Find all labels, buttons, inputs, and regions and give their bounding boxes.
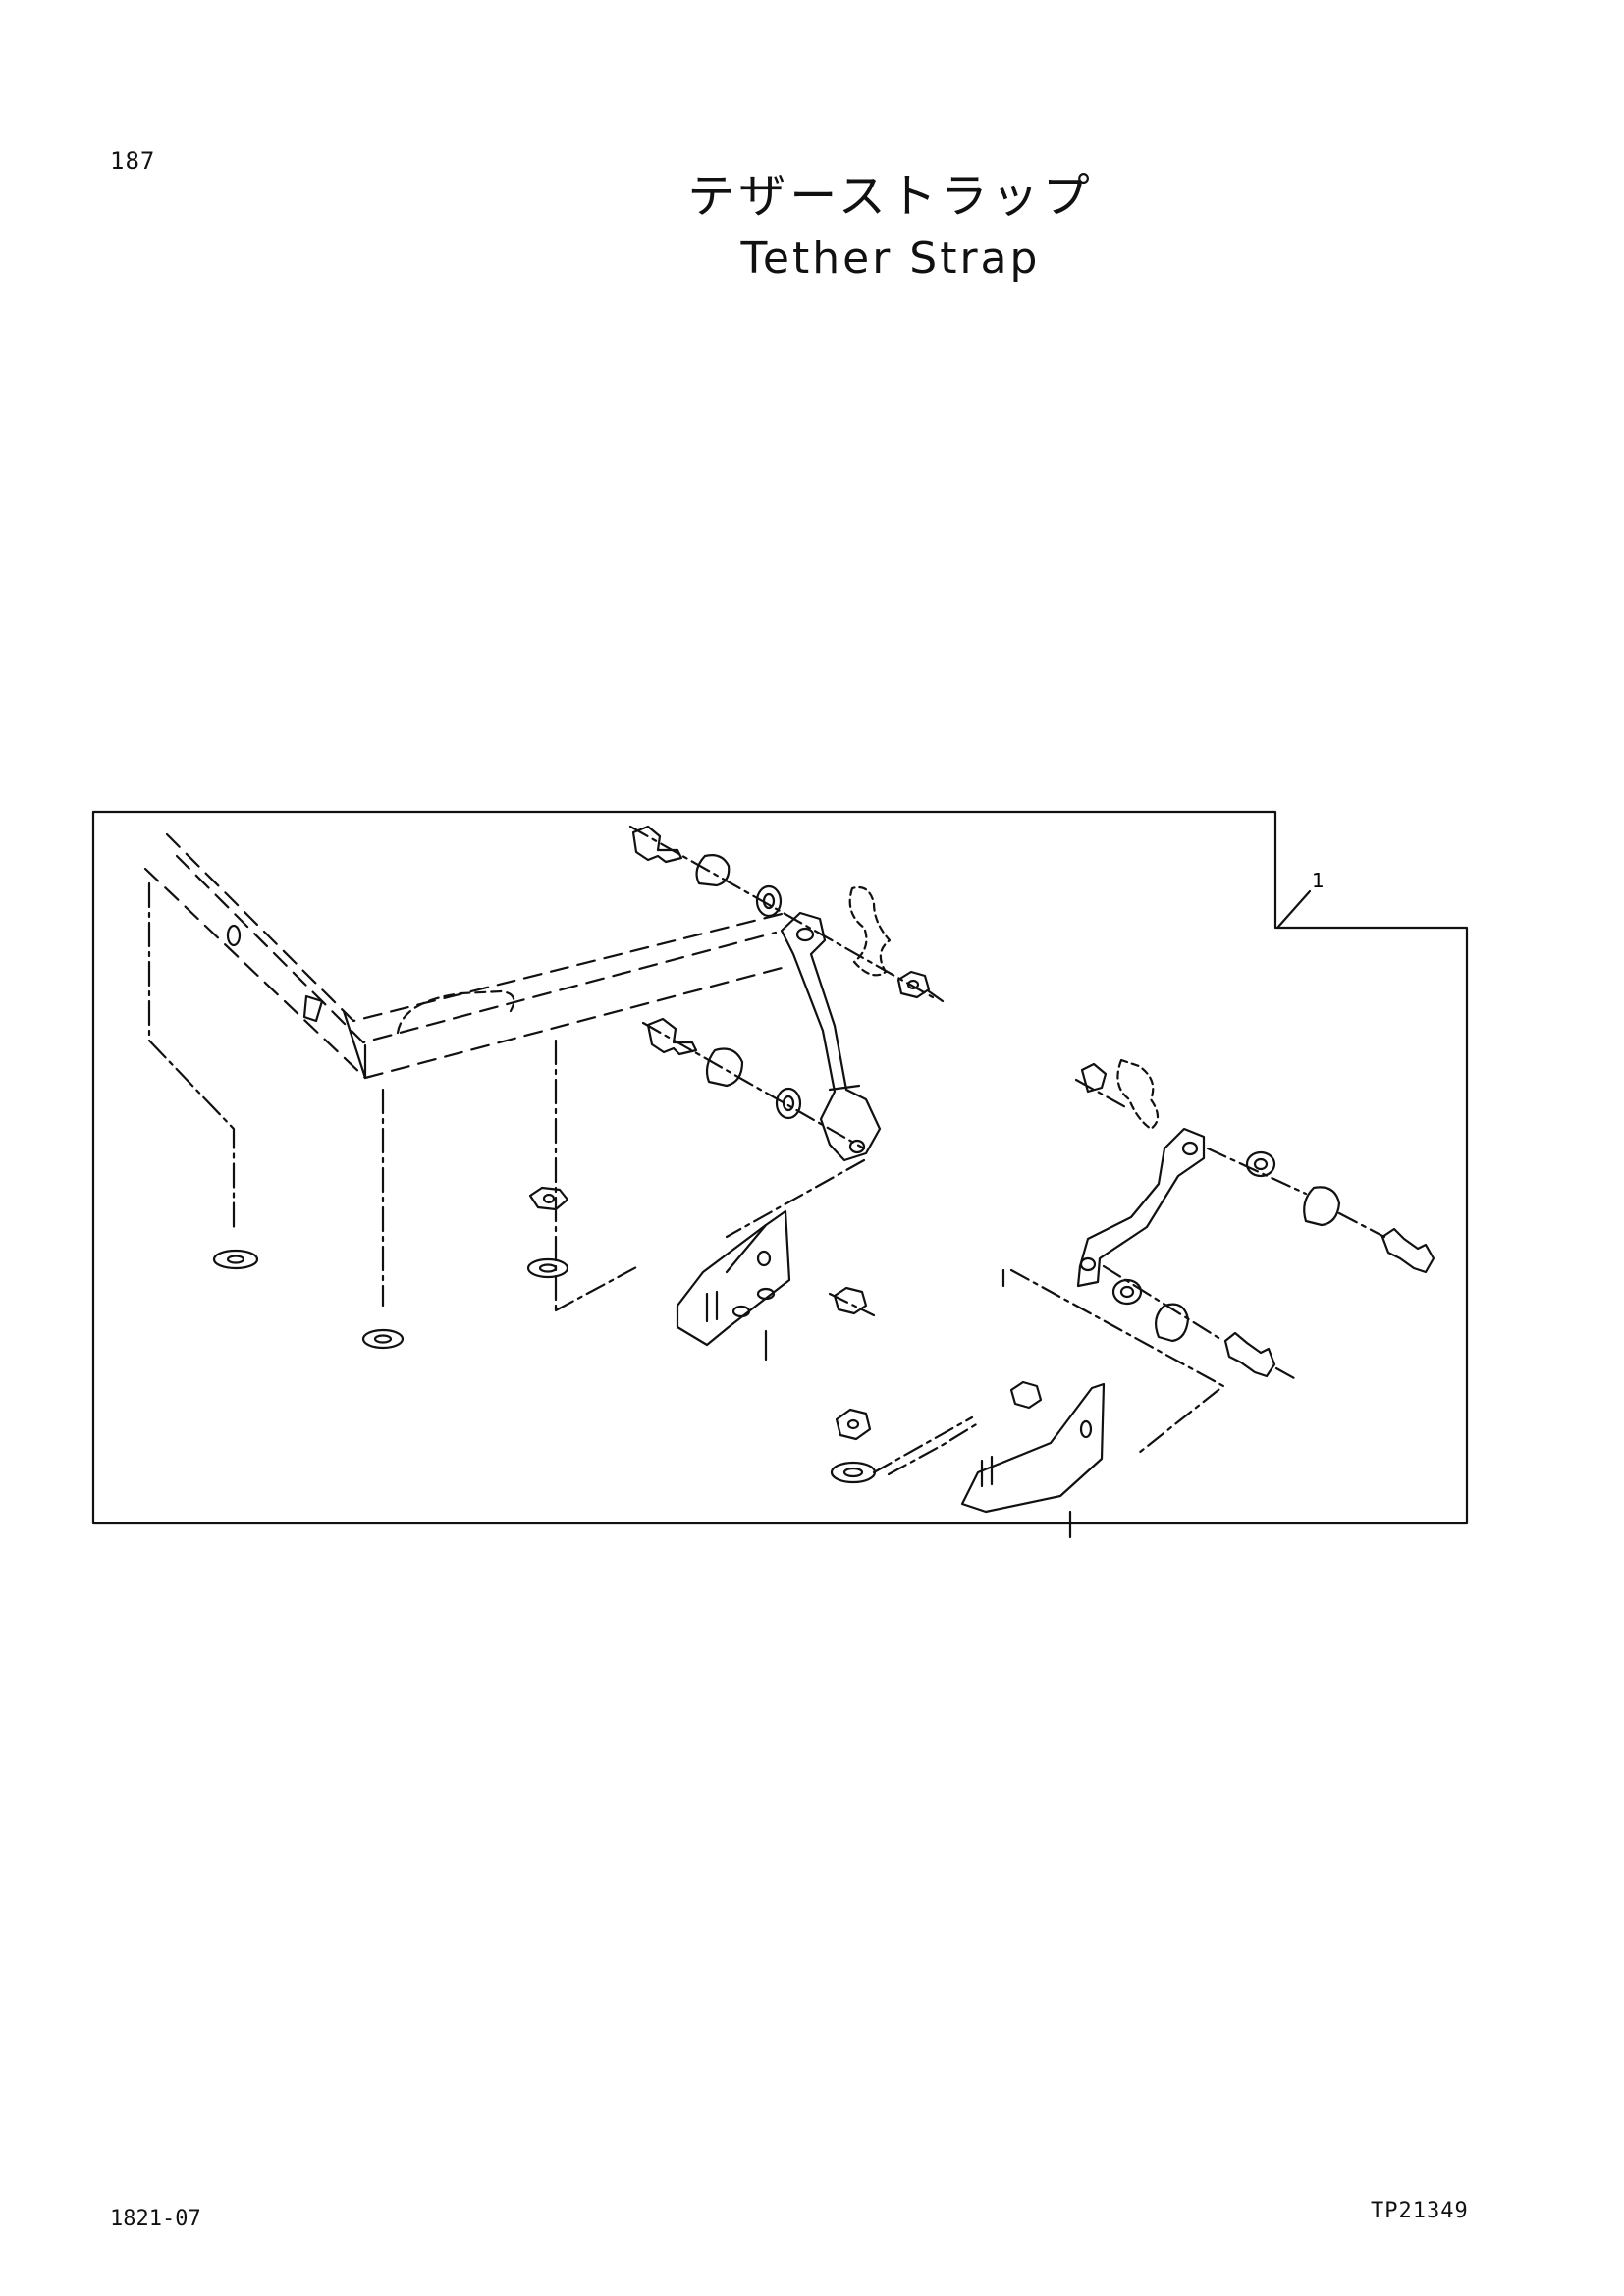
collar-mid-left <box>705 1047 744 1088</box>
bolt-right-1 <box>1380 1227 1435 1274</box>
nut-top-right-hole <box>906 979 920 990</box>
ghost-strap-right <box>1116 1058 1160 1131</box>
drop-line-1 <box>147 881 236 1234</box>
nut-bracket-right <box>1009 1380 1043 1410</box>
nut-top-right <box>896 970 931 999</box>
washer-right-2-hole <box>1119 1285 1135 1299</box>
tether-strap-left <box>780 911 882 1162</box>
callout-leader-1 <box>1276 889 1312 929</box>
align-line-a <box>628 825 935 999</box>
stud-left <box>705 1290 719 1323</box>
strap-left-hole-bottom <box>848 1139 866 1154</box>
washer-lower-hole <box>842 1467 864 1478</box>
bracket-left-hole-1 <box>756 1250 772 1267</box>
panel-hole-1 <box>226 924 242 947</box>
washer-left-2 <box>361 1328 405 1350</box>
collar-top-left <box>695 854 731 887</box>
nut-mid-hole <box>542 1193 556 1204</box>
bracket-right-hole <box>1079 1419 1093 1439</box>
bracket-left-hole-3 <box>731 1305 751 1318</box>
diagram-frame <box>91 810 1469 1525</box>
washer-right-2 <box>1111 1278 1143 1306</box>
title-block: テザーストラップ Tether Strap <box>0 157 1624 284</box>
strap-right-hole-top <box>1181 1141 1199 1156</box>
strap-right-hole-bottom <box>1079 1256 1097 1272</box>
nut-bracket-left <box>833 1286 868 1315</box>
align-line-g <box>872 1415 974 1474</box>
bolt-top-right <box>1080 1062 1108 1094</box>
washer-mid <box>526 1257 569 1279</box>
floor-panel-edge <box>342 1009 367 1080</box>
align-line-c <box>927 989 945 1003</box>
nut-lower <box>835 1408 872 1441</box>
panel-hole-2 <box>302 994 324 1023</box>
tether-strap-right <box>1076 1127 1206 1288</box>
washer-left-2-hole <box>373 1334 393 1344</box>
washer-top-left <box>755 884 783 918</box>
nut-mid <box>528 1186 569 1211</box>
align-line-e <box>1074 1078 1386 1380</box>
nut-lower-hole <box>846 1418 860 1430</box>
ghost-strap-top <box>848 885 892 977</box>
floor-panel <box>143 832 787 1080</box>
washer-right-1-hole <box>1253 1157 1269 1171</box>
page-number: 187 <box>110 147 156 175</box>
footer-reference: TP21349 <box>1371 2199 1469 2223</box>
washer-left-1 <box>212 1249 259 1270</box>
washer-left-1-hole <box>226 1255 245 1264</box>
washer-mid-left <box>775 1087 802 1120</box>
washer-mid-hole <box>538 1263 558 1273</box>
bracket-left-fold <box>725 1223 768 1274</box>
align-line-d <box>554 1158 876 1317</box>
stud-right <box>980 1455 994 1488</box>
washer-lower <box>830 1461 877 1484</box>
bracket-left <box>676 1209 791 1347</box>
strap-left-band <box>828 1084 861 1092</box>
title-english: Tether Strap <box>740 234 1041 284</box>
title-japanese: テザーストラップ <box>687 169 1094 224</box>
floor-panel-recess <box>396 989 515 1035</box>
washer-right-1 <box>1245 1150 1276 1178</box>
bolt-top-left <box>631 825 683 864</box>
align-line-b <box>641 1021 866 1150</box>
strap-left-hole-top <box>795 927 815 942</box>
align-line-f <box>887 1268 1225 1476</box>
callout-label-1: 1 <box>1312 869 1325 892</box>
collar-right-2 <box>1154 1303 1190 1343</box>
collar-right-1 <box>1303 1186 1341 1227</box>
footer-code: 1821-07 <box>110 2207 201 2231</box>
bracket-right <box>960 1382 1106 1514</box>
bracket-left-hole-2 <box>756 1287 776 1301</box>
bolt-mid-left <box>646 1017 698 1056</box>
bolt-right-2 <box>1223 1331 1276 1378</box>
